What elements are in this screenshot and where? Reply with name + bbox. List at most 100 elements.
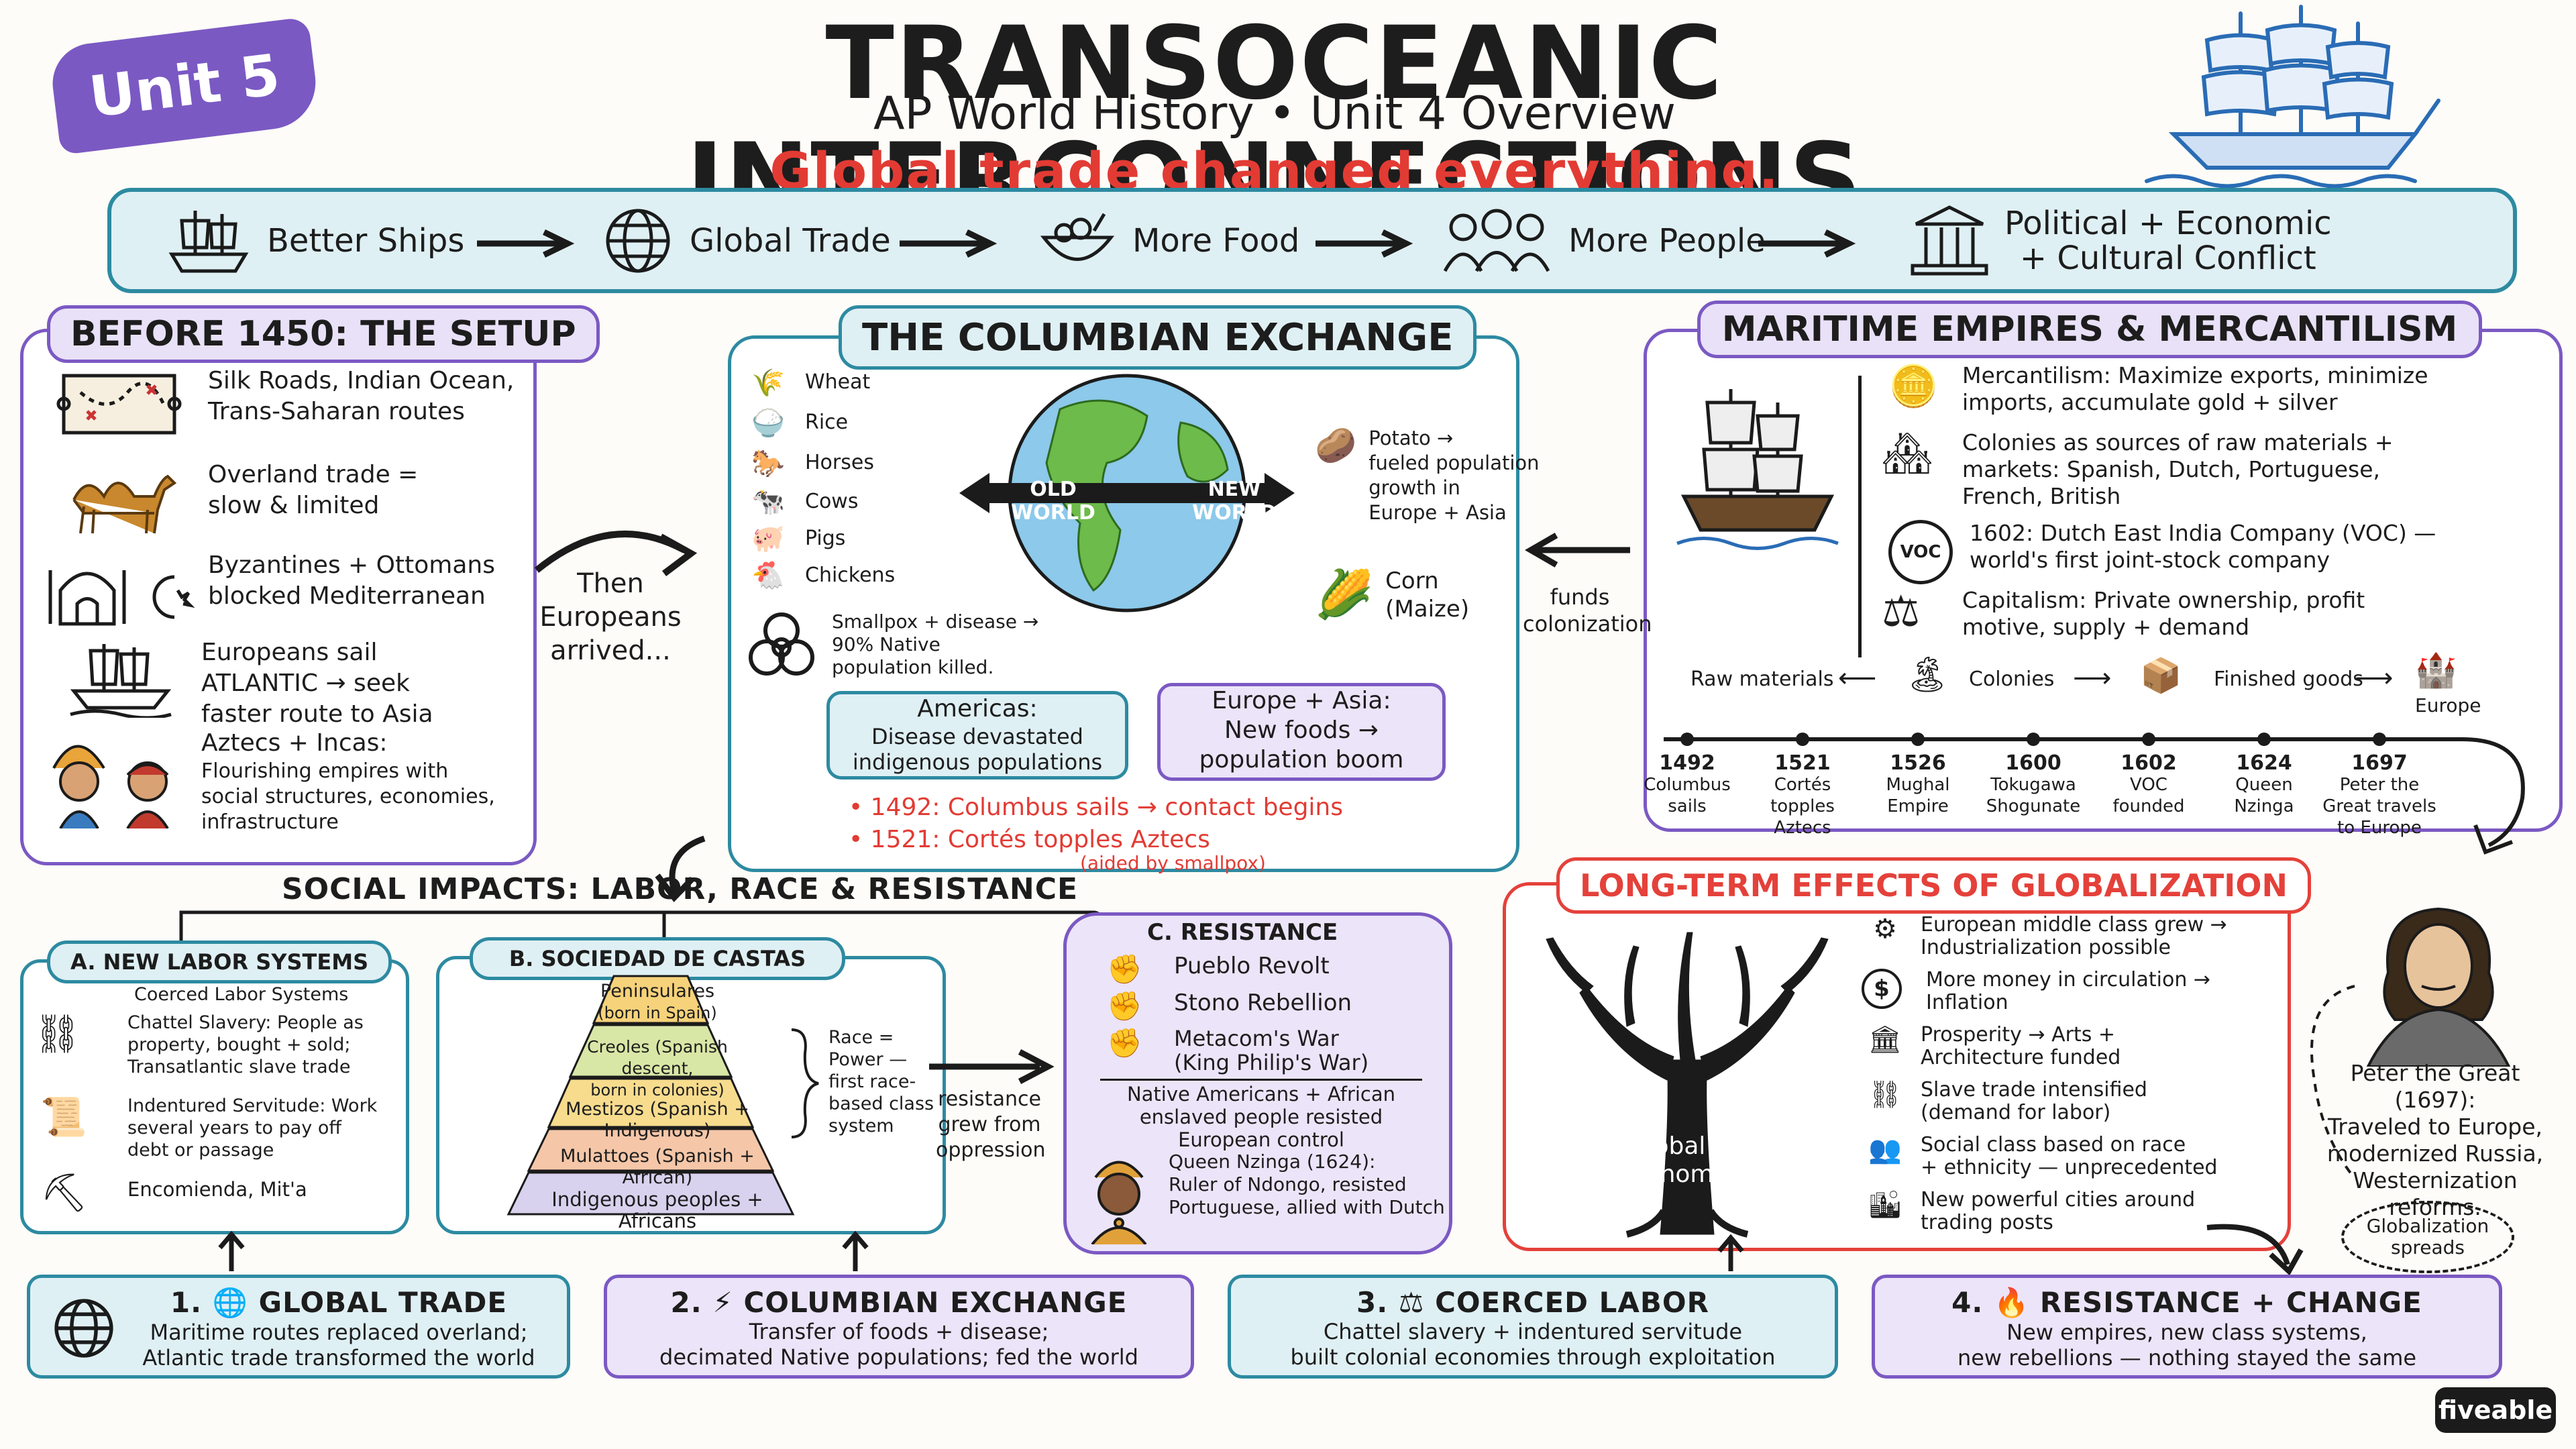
arrow-right-icon: ⟶: [2073, 663, 2112, 694]
summary-box-global-trade: 1. 🌐 GLOBAL TRADE Maritime routes replac…: [27, 1275, 570, 1379]
list-item: 🏛Prosperity → Arts + Architecture funded: [1862, 1024, 2121, 1069]
chain-icon: ⛓: [1868, 1079, 1902, 1110]
mosque-crescent-icon: [48, 570, 195, 626]
people-icon: 👥: [1868, 1134, 1902, 1165]
sailing-ship-icon: [2145, 5, 2440, 201]
list-item: 🍚Rice: [751, 407, 849, 439]
old-world-items-list: 🌾Wheat 🍚Rice 🐎Horses 🐄Cows 🐖Pigs 🐔Chicke…: [751, 362, 895, 594]
list-item: ✊Stono Rebellion: [1107, 989, 1352, 1022]
cycle-raw-materials: Raw materials: [1690, 667, 1834, 691]
list-item: 🥔 Potato → fueled population growth in E…: [1315, 426, 1540, 524]
globe-icon: [54, 1299, 113, 1358]
castas-level: Mestizos (Spanish + Indigenous): [566, 1099, 749, 1141]
cycle-finished-goods: Finished goods: [2214, 667, 2363, 691]
peter-text: Peter the Great (1697): Traveled to Euro…: [2326, 1060, 2544, 1220]
arrow-up-icon: [1717, 1234, 1744, 1271]
arrow-right-icon: [1758, 229, 1856, 258]
list-item: Silk Roads, Indian Ocean, Trans-Saharan …: [54, 366, 514, 446]
raised-fist-icon: ✊: [1107, 989, 1142, 1022]
maritime-title: MARITIME EMPIRES & MERCANTILISM: [1697, 301, 2482, 358]
resistance-title: C. RESISTANCE: [1147, 919, 1338, 946]
chain-icon: ⛓: [34, 1012, 82, 1056]
list-item: 🏘 Colonies as sources of raw materials +…: [1882, 429, 2394, 509]
flow-banner: Better Ships Global Trade More Food More…: [107, 188, 2517, 293]
arrow-up-icon: [842, 1231, 869, 1271]
rice-icon: 🍚: [751, 407, 785, 439]
colony-buildings-icon: 🏘: [1882, 430, 1933, 477]
resistance-summary: Native Americans + African enslaved peop…: [1126, 1083, 1396, 1151]
timeline-desc: Columbus sails: [1644, 775, 1731, 816]
wheat-icon: 🌾: [751, 367, 785, 398]
before-1450-title: BEFORE 1450: THE SETUP: [47, 305, 600, 363]
events-note: (aided by smallpox): [1080, 852, 1266, 874]
gear-icon: ⚙: [1873, 914, 1897, 945]
columbian-exchange-title: THE COLUMBIAN EXCHANGE: [839, 305, 1477, 370]
then-europeans-label: Then Europeans arrived...: [539, 568, 682, 666]
divider: [1858, 376, 1862, 657]
timeline-year: 1521: [1774, 751, 1831, 775]
flow-label: Better Ships: [267, 221, 465, 260]
arrow-left-icon: [1525, 533, 1630, 568]
flow-item-better-ships: Better Ships: [165, 192, 464, 289]
biohazard-icon: [749, 612, 814, 676]
labor-title: A. NEW LABOR SYSTEMS: [47, 941, 392, 983]
summary-box-coerced-labor: 3. ⚖ COERCED LABOR Chattel slavery + ind…: [1228, 1275, 1838, 1379]
effects-title: LONG-TERM EFFECTS OF GLOBALIZATION: [1556, 857, 2311, 914]
timeline-desc: Cortés topples Aztecs: [1770, 775, 1835, 838]
camel-icon: [72, 474, 177, 534]
corn-icon: 🌽: [1315, 567, 1374, 622]
aztec-inca-icon: [52, 745, 169, 828]
list-item: Smallpox + disease → 90% Native populati…: [745, 610, 1038, 684]
effect-text: Slave trade intensified (demand for labo…: [1921, 1078, 2147, 1124]
globalization-bubble: Globalization spreads: [2341, 1201, 2514, 1273]
raised-fist-icon: ✊: [1107, 953, 1142, 985]
arrow-down-icon: [655, 835, 706, 902]
fiveable-logo[interactable]: fiveable: [2435, 1387, 2556, 1433]
pickaxe-icon: ⛏: [40, 1171, 89, 1215]
events-list: • 1492: Columbus sails → contact begins …: [849, 794, 1343, 853]
cow-icon: 🐄: [751, 486, 785, 517]
list-item: 📜 Indentured Servitude: Work several yea…: [40, 1095, 378, 1161]
list-item: $More money in circulation → Inflation: [1862, 969, 2210, 1014]
castas-level: Mulattoes (Spanish + African): [560, 1146, 755, 1188]
castas-level: Indigenous peoples + Africans: [551, 1188, 763, 1232]
list-item: 🪙 Mercantilism: Maximize exports, minimi…: [1888, 362, 2428, 415]
flow-item-global-trade: Global Trade: [601, 192, 891, 289]
island-palm-icon: 🏝: [1905, 655, 1950, 695]
divider: [1100, 1079, 1422, 1081]
list-item: Byzantines + Ottomans blocked Mediterran…: [40, 550, 495, 631]
queen-nzinga-icon: [1091, 1161, 1147, 1244]
flow-item-more-people: More People: [1440, 192, 1766, 289]
castas-side-note: Race = Power — first race- based class s…: [828, 1027, 934, 1136]
list-item: 🐎Horses: [751, 447, 874, 479]
potato-icon: 🥔: [1315, 426, 1357, 465]
contract-scroll-icon: 📜: [40, 1095, 87, 1139]
timeline-line: [1664, 737, 2525, 855]
map-scroll-icon: [56, 374, 182, 435]
peter-the-great-portrait: [2366, 907, 2511, 1067]
raised-fist-icon: ✊: [1107, 1026, 1142, 1059]
old-world-label: OLD WORLD: [1011, 478, 1095, 525]
timeline-desc: Peter the Great travels to Europe: [2322, 775, 2436, 838]
arrow-right-icon: [1316, 229, 1413, 258]
list-item: Overland trade = slow & limited: [54, 460, 418, 540]
scales-icon: ⚖: [1882, 587, 1921, 637]
list-item: ✊Pueblo Revolt: [1107, 953, 1330, 985]
list-item: ⛓ Chattel Slavery: People as property, b…: [34, 1012, 364, 1077]
labor-subtitle: Coerced Labor Systems: [134, 984, 349, 1005]
chicken-icon: 🐔: [751, 560, 785, 591]
castle-icon: 🏰: [2415, 651, 2457, 690]
effect-text: New powerful cities around trading posts: [1921, 1188, 2196, 1234]
list-item: ⛓ Slave trade intensified (demand for lab…: [1862, 1079, 2147, 1124]
castas-pyramid: [506, 975, 795, 1216]
people-icon: [1443, 209, 1550, 272]
timeline-desc: Tokugawa Shogunate: [1986, 775, 2081, 816]
unit-badge: Unit 5: [48, 16, 321, 156]
timeline-dot: [2373, 733, 2386, 746]
castas-level: Peninsulares(born in Spain): [598, 981, 717, 1022]
